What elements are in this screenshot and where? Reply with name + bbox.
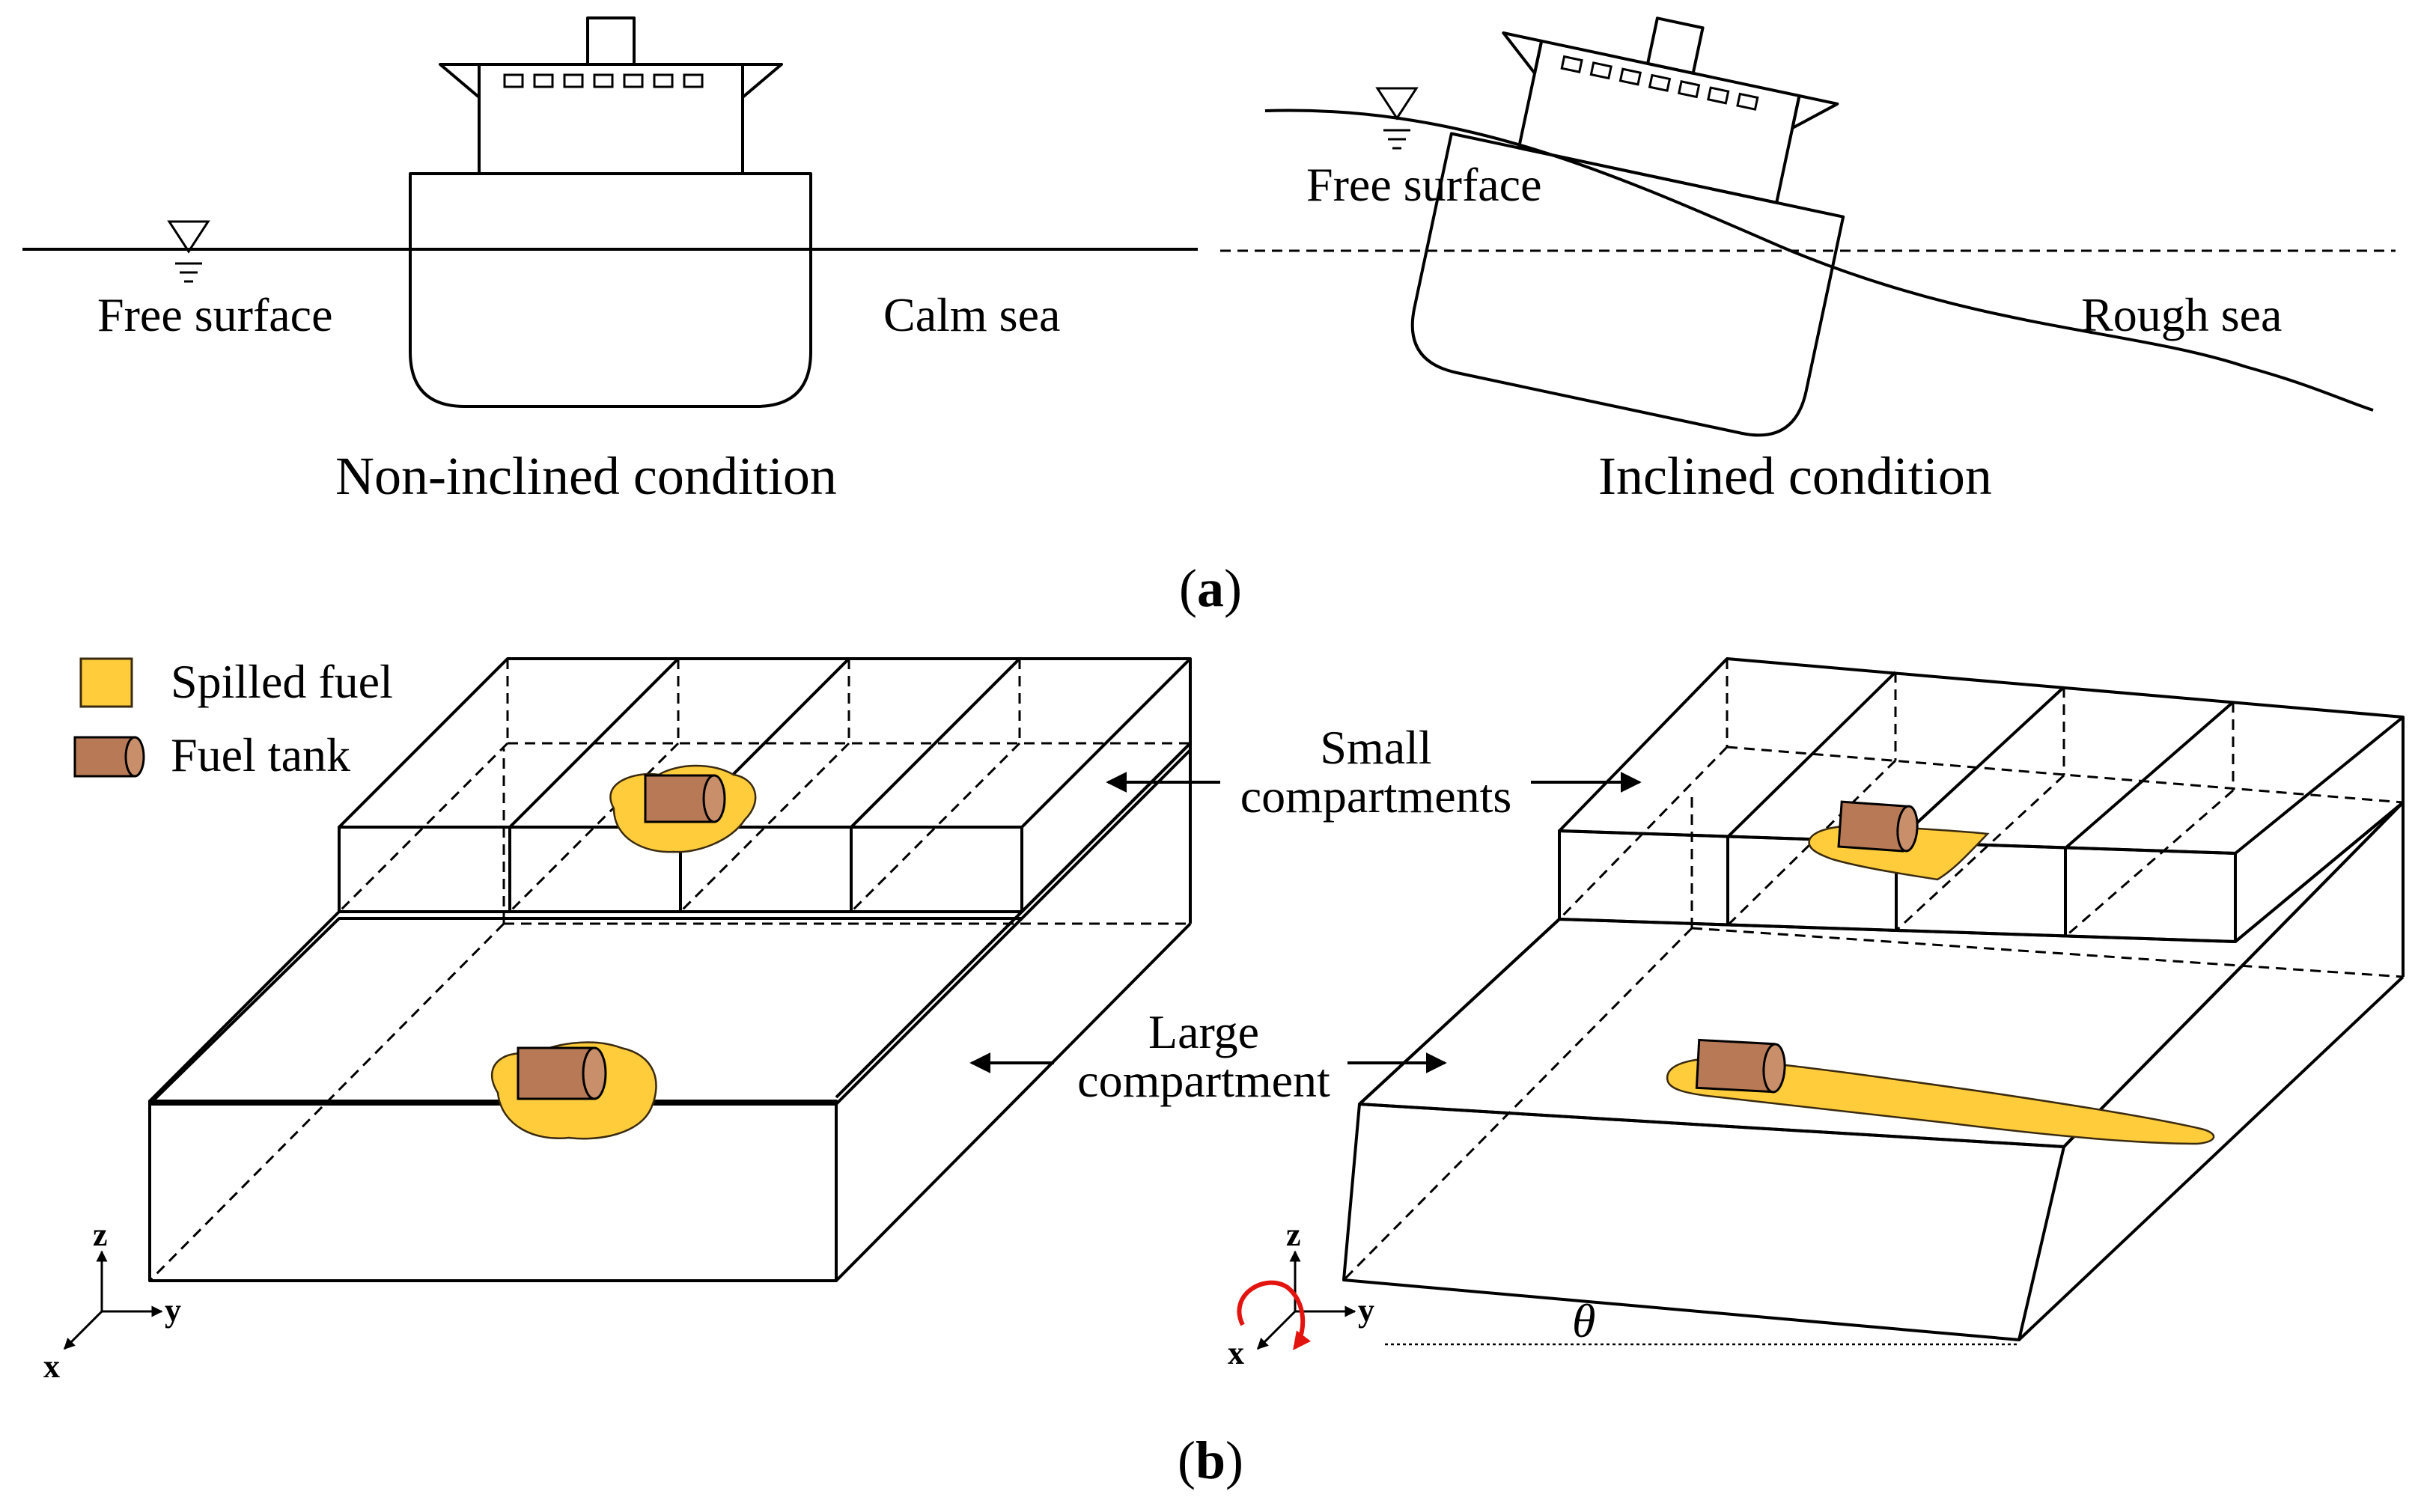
panel-a-label: (a) <box>1179 558 1242 618</box>
panel-b-letter: b <box>1196 1430 1225 1490</box>
axis-x-label: x <box>1228 1335 1244 1371</box>
legend: Spilled fuel Fuel tank <box>73 655 393 781</box>
axis-z-label: z <box>93 1216 108 1253</box>
panel-a-right: Free surface Rough sea Inclined conditio… <box>1220 16 2396 506</box>
ship-inclined-icon <box>1410 16 1845 437</box>
axis-triad-left: z y x <box>43 1216 181 1385</box>
fuel-tank-icon <box>517 1046 607 1100</box>
spilled-fuel-large-right <box>1666 1057 2215 1145</box>
panel-a-letter: a <box>1197 558 1224 618</box>
axis-y-label: y <box>165 1292 181 1329</box>
axis-y-label: y <box>1358 1292 1374 1329</box>
small-compartments-line1: Small <box>1320 721 1431 774</box>
axis-triad-right: z y x <box>1228 1216 1374 1371</box>
large-compartment-line1: Large <box>1148 1005 1259 1058</box>
large-compartment-line2: compartment <box>1077 1054 1330 1107</box>
fuel-swatch-icon <box>79 657 133 708</box>
rough-sea-surface-curve <box>1264 109 2374 412</box>
fuel-tank-icon <box>1695 1038 1786 1094</box>
small-compartments-callout: Small compartments <box>1106 721 1642 823</box>
panel-b-right-box: θ z y x <box>1228 657 2405 1371</box>
panel-b-left-box: z y x <box>43 657 1192 1385</box>
fuel-tank-icon <box>1837 800 1919 853</box>
free-surface-label-left: Free surface <box>97 288 332 341</box>
rough-sea-label: Rough sea <box>2081 288 2282 341</box>
axis-x-label: x <box>43 1348 60 1385</box>
non-inclined-caption: Non-inclined condition <box>335 446 837 506</box>
legend-spilled-fuel: Spilled fuel <box>171 655 393 708</box>
legend-fuel-tank: Fuel tank <box>171 728 350 781</box>
calm-sea-label: Calm sea <box>883 288 1060 341</box>
free-surface-label-right: Free surface <box>1306 158 1541 211</box>
ship-upright-icon <box>409 16 812 408</box>
axis-z-label: z <box>1286 1216 1301 1253</box>
inclined-caption: Inclined condition <box>1598 446 1992 506</box>
free-surface-symbol-icon <box>1375 87 1419 150</box>
large-compartment-callout: Large compartment <box>969 1005 1447 1107</box>
small-compartments-line2: compartments <box>1240 769 1512 823</box>
panel-b-label: (b) <box>1178 1430 1243 1490</box>
rotation-arrow-icon <box>1237 1280 1312 1350</box>
fuel-tank-icon <box>644 774 726 823</box>
free-surface-symbol-icon <box>167 220 210 283</box>
theta-label: θ <box>1572 1294 1595 1347</box>
fuel-tank-icon <box>73 736 145 778</box>
panel-a-left: Free surface Calm sea Non-inclined condi… <box>22 16 1198 506</box>
